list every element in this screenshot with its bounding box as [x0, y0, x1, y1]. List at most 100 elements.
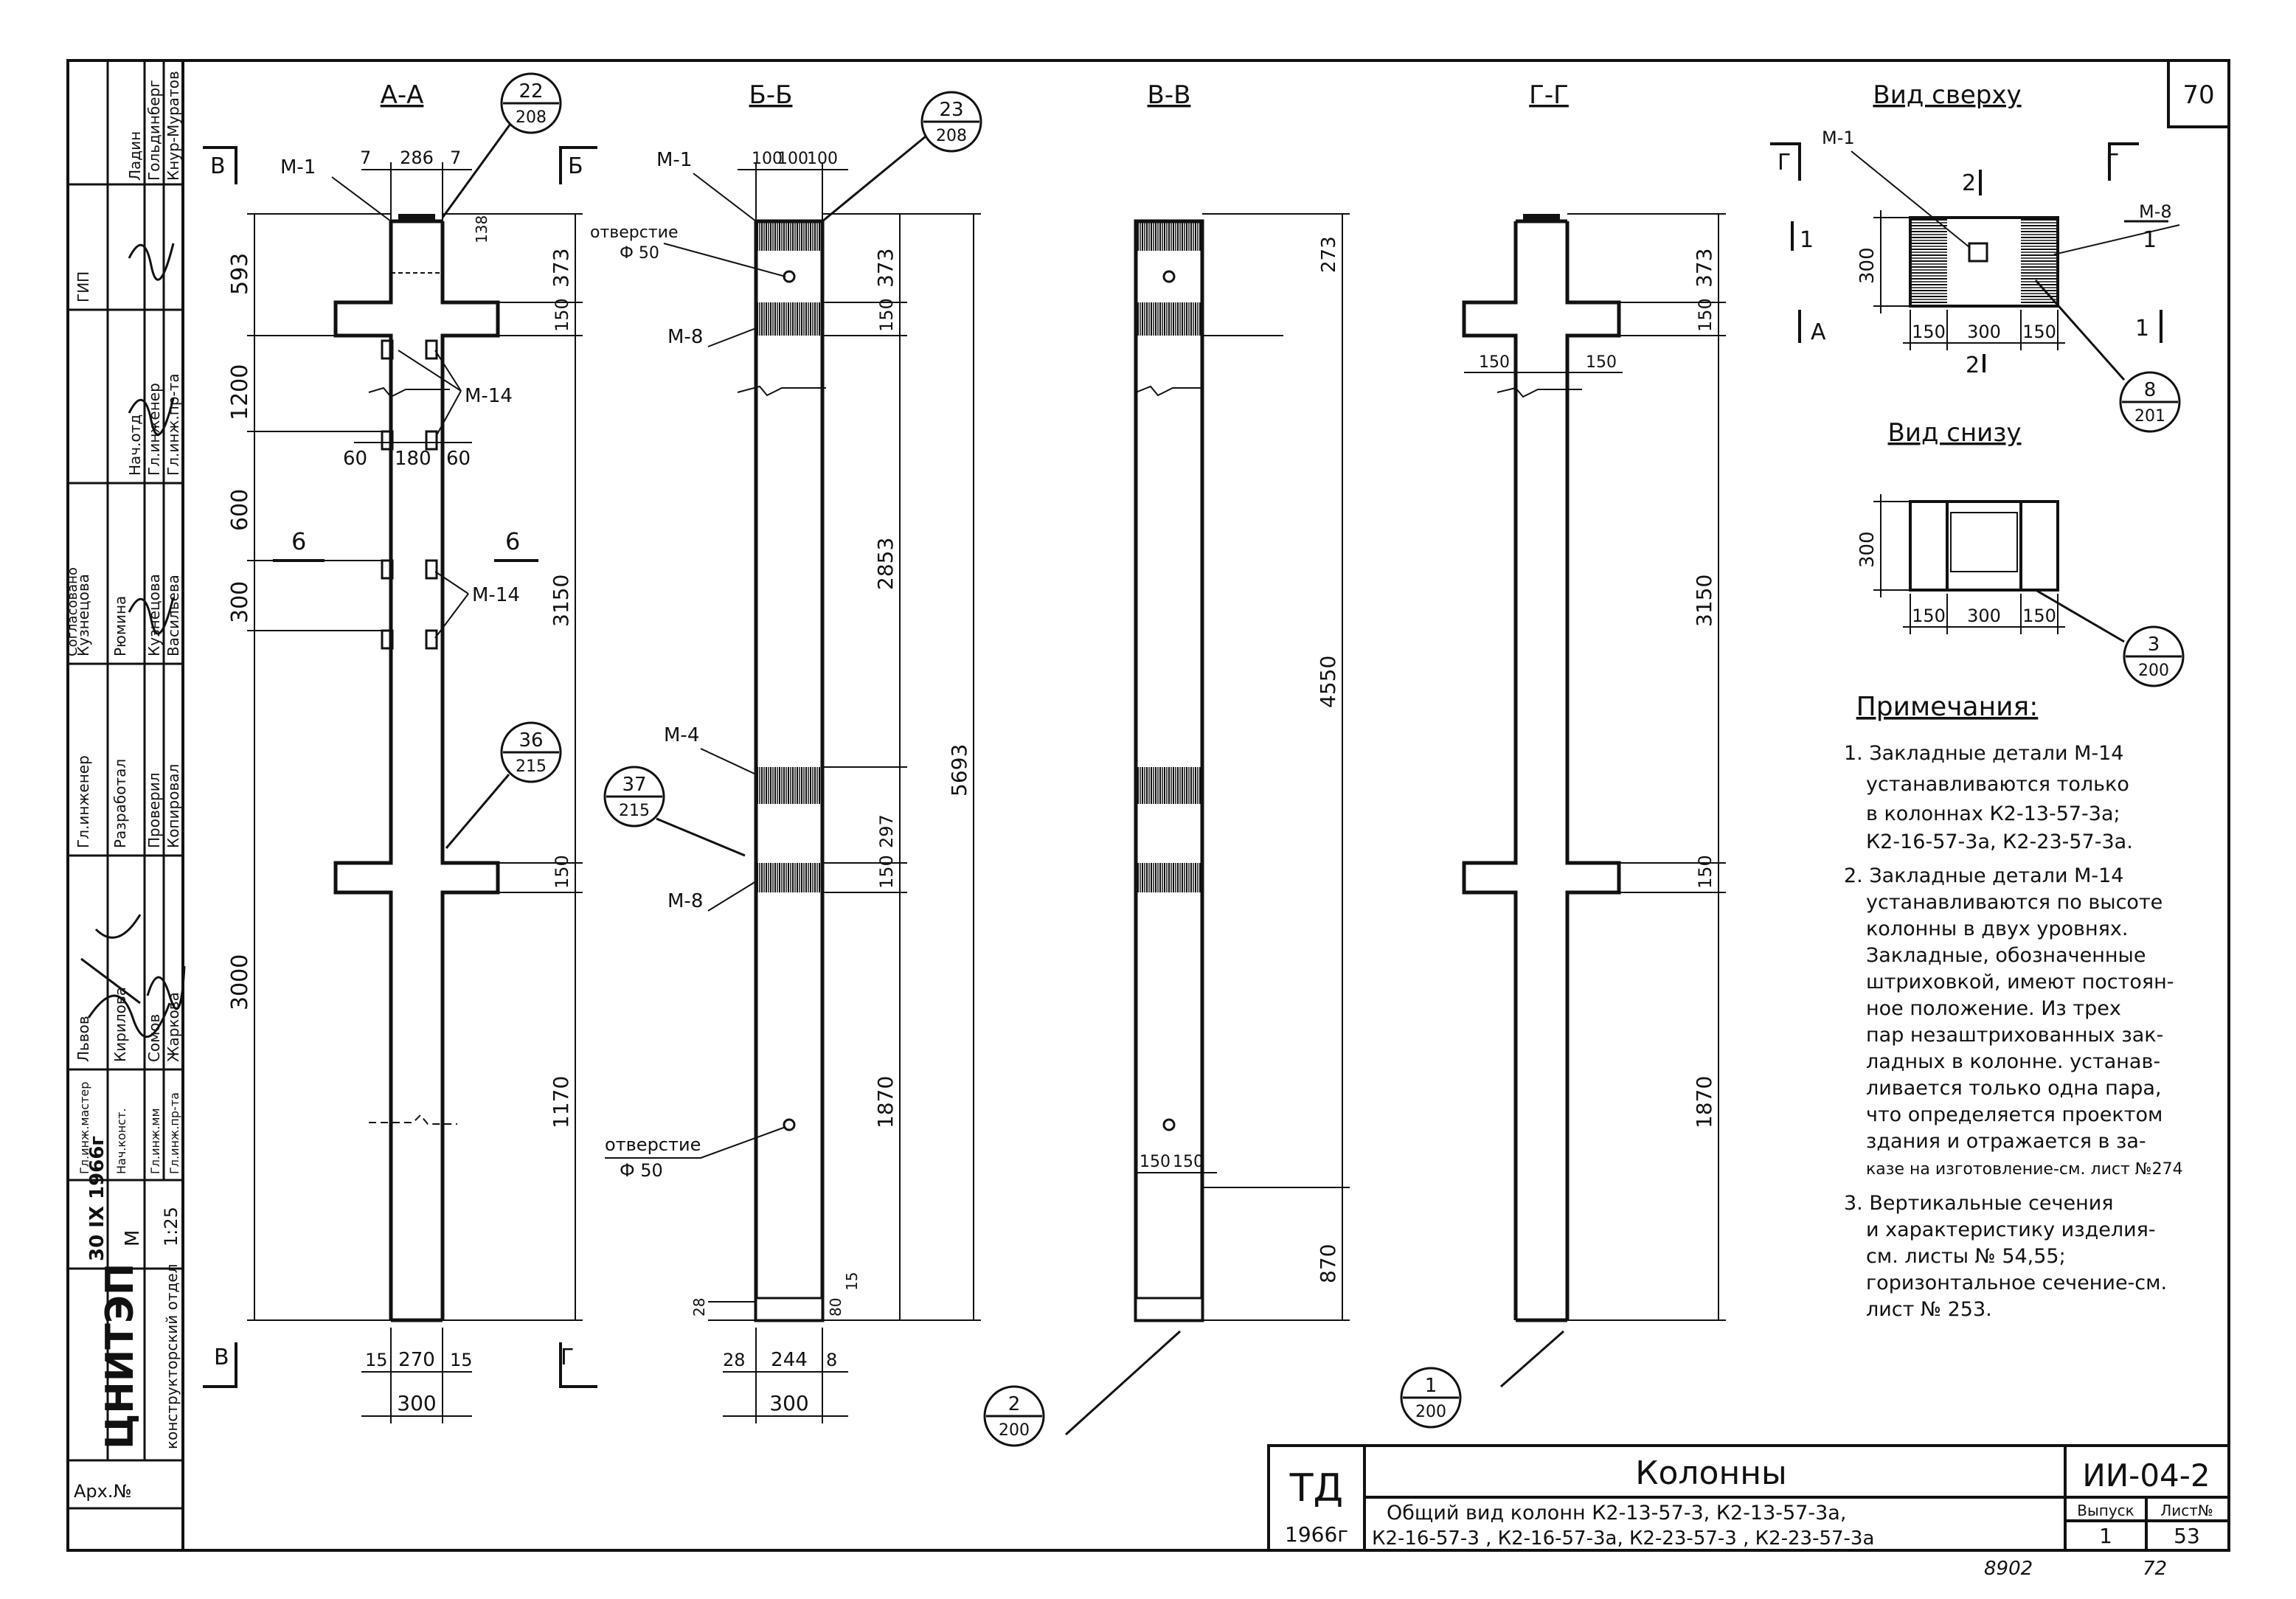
callout-7-bottom: 201	[2134, 407, 2165, 426]
top-w150a: 150	[1912, 322, 1946, 342]
note-line: в колоннах К2-13-57-3а;	[1866, 802, 2120, 825]
aa-d138: 138	[473, 215, 490, 243]
bb-b244: 244	[771, 1349, 808, 1371]
left-stamp	[68, 60, 183, 1510]
aa-d150: 150	[552, 298, 572, 332]
callout-1-top: 22	[518, 80, 543, 103]
aa-d1200: 1200	[227, 364, 253, 420]
top-cut-g-left: Г	[1778, 150, 1791, 176]
stamp-row-0a: ГИП	[74, 271, 92, 302]
bb-b8: 8	[826, 1350, 837, 1370]
bottom-w150a: 150	[1912, 606, 1946, 626]
section-vv: В-В 273 4550 870 150 150	[1134, 80, 1350, 1322]
aa-d3150: 3150	[549, 575, 573, 627]
section-bb: Б-Б	[590, 80, 981, 1423]
stamp-row-11b: Кирилова	[111, 987, 129, 1062]
bb-d297: 297	[876, 814, 897, 848]
bb-label-m4: М-4	[664, 724, 699, 746]
sheet-number: 70	[2182, 80, 2214, 110]
title-desc-1: Общий вид колонн К2-13-57-3, К2-13-57-3а…	[1387, 1502, 1846, 1525]
aa-b15a: 15	[365, 1350, 388, 1370]
bb-b300: 300	[769, 1391, 808, 1415]
notes-title: Примечания:	[1856, 692, 2039, 722]
top-cut-1-bottomright: 1	[2135, 316, 2149, 341]
top-cut-1-right: 1	[2143, 227, 2157, 253]
bb-d15: 15	[843, 1272, 861, 1291]
gg-d373: 373	[1692, 249, 1716, 288]
aa-label-m1: М-1	[280, 156, 316, 178]
bb-d5693: 5693	[947, 744, 971, 797]
stamp-texts: ЦНИТЭП конструкторский отдел 30 IX 1966г…	[65, 71, 182, 1502]
notes: Примечания: 1. Закладные детали М-14 уст…	[1844, 692, 2183, 1321]
note-line: горизонтальное сечение-см.	[1866, 1272, 2167, 1294]
note-line: 3. Вертикальные сечения	[1844, 1192, 2114, 1215]
stamp-row-12b: Сомов	[145, 1014, 163, 1062]
gg-d150r: 150	[1586, 353, 1617, 372]
top-label-m8: М-8	[2139, 201, 2172, 222]
stamp-scale-m: М	[122, 1230, 144, 1246]
bb-label-m8-bottom: М-8	[667, 890, 703, 912]
bottom-view: Вид снизу 300 150 300 150	[1856, 418, 2065, 634]
top-w150b: 150	[2022, 322, 2056, 342]
section-gg-title: Г-Г	[1529, 80, 1569, 110]
bb-d150: 150	[876, 298, 897, 332]
vv-d4550: 4550	[1316, 656, 1340, 708]
section-aa-title: А-А	[381, 80, 424, 110]
section-vv-title: В-В	[1148, 80, 1191, 110]
aa-d60a: 60	[343, 448, 367, 470]
aa-d593: 593	[227, 253, 253, 295]
stamp-scale: 1:25	[161, 1207, 181, 1246]
stamp-row-5a: Гл.инж.пр-та	[164, 373, 182, 476]
aa-cut-v-top: В	[210, 153, 226, 179]
note-line: здания и отражается в за-	[1866, 1130, 2146, 1153]
note-line: и характеристику изделия-	[1866, 1218, 2156, 1241]
bottom-view-title: Вид снизу	[1888, 418, 2022, 448]
top-cut-2-bottom: 2	[1966, 353, 1980, 378]
top-cut-1-left: 1	[1800, 227, 1814, 253]
callout-8-bottom: 200	[2138, 662, 2169, 680]
aa-d60b: 60	[446, 448, 471, 470]
section-aa: А-А	[203, 80, 597, 1423]
gg-d150l: 150	[1479, 353, 1510, 372]
bb-label-hole-d-bottom: Ф 50	[620, 1160, 663, 1181]
title-block	[1267, 1444, 2230, 1552]
bb-label-hole-top: отверстие	[590, 223, 679, 242]
aa-cut-b-bottom: Г	[561, 1345, 574, 1370]
stamp-date: 30 IX 1966г	[86, 1136, 108, 1261]
bb-t100a: 100	[752, 150, 783, 168]
bottom-h300: 300	[1856, 531, 1879, 568]
top-cut-a-left: А	[1811, 319, 1826, 345]
stamp-row-13a: Копировал	[164, 764, 182, 848]
stamp-row-11a: Разработал	[111, 759, 129, 848]
gg-d1870: 1870	[1692, 1076, 1716, 1128]
note-line: лист № 253.	[1866, 1298, 1992, 1321]
aa-cut-v-bottom: В	[214, 1345, 229, 1370]
note-line: ное положение. Из трех	[1866, 997, 2121, 1020]
note-line: 2. Закладные детали М-14	[1844, 864, 2123, 887]
aa-b300: 300	[397, 1391, 436, 1415]
note-line: ливается только одна пара,	[1866, 1077, 2162, 1100]
bb-t100b: 100	[777, 150, 808, 168]
column-outline	[333, 219, 500, 1322]
vv-d273: 273	[1318, 236, 1340, 273]
callout-6-top: 1	[1425, 1375, 1437, 1397]
title-issue-label: Выпуск	[2077, 1502, 2134, 1519]
note-line: ладных в колонне. устанав-	[1866, 1050, 2160, 1073]
stamp-row-6a: Кузнецова	[74, 574, 92, 656]
aa-cut-6-right: 6	[505, 527, 520, 555]
top-h300: 300	[1856, 247, 1879, 284]
bb-d373: 373	[873, 249, 898, 288]
bb-b28: 28	[723, 1350, 746, 1370]
stamp-row-12a: Проверил	[145, 772, 163, 848]
title-desc-2: К2-16-57-3 , К2-16-57-3а, К2-23-57-3 , К…	[1372, 1527, 1874, 1550]
aa-b15b: 15	[450, 1350, 473, 1370]
stamp-row-0b: Ладин	[126, 131, 144, 181]
aa-cut-6-left: 6	[291, 527, 306, 555]
bb-d80: 80	[827, 1298, 844, 1317]
bottom-w300: 300	[1967, 606, 2001, 626]
aa-b270: 270	[398, 1349, 435, 1371]
stamp-row-14a: Гл.инж.мастер	[77, 1082, 91, 1174]
bb-label-hole-d-top: Ф 50	[620, 244, 659, 263]
note-line: 1. Закладные детали М-14	[1844, 742, 2123, 765]
